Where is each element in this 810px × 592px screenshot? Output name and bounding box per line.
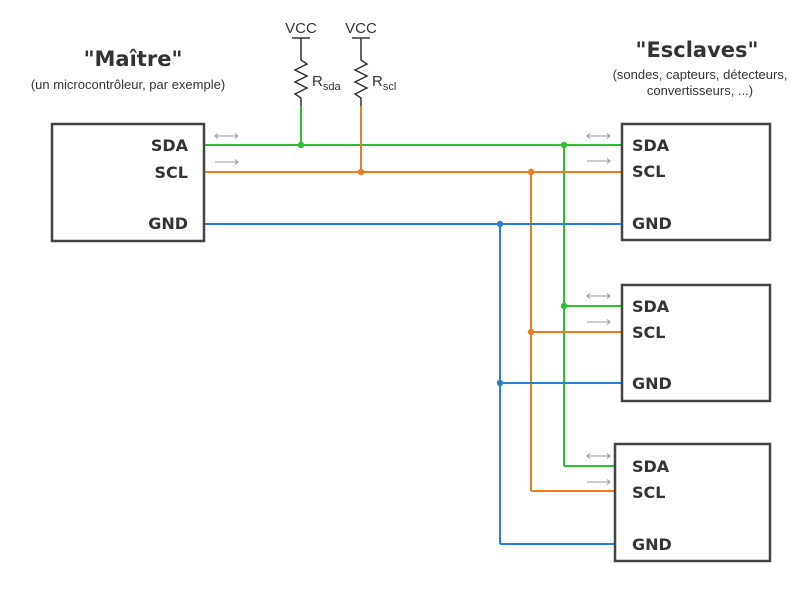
slave-2-sda-bidirectional-arrow-icon — [586, 293, 611, 299]
slave-3-box — [613, 442, 772, 563]
resistor-sub-sda: sda — [323, 81, 342, 93]
junction-sda-drop — [560, 141, 568, 149]
junction-gnd-slave-2 — [496, 379, 504, 387]
vcc-label-scl: VCC — [345, 20, 377, 37]
pullup-sda: VCC Rsda — [285, 20, 341, 106]
resistor-sda — [293, 38, 309, 106]
resistor-scl — [353, 38, 369, 106]
slave-1-pin-sda: SDA — [632, 136, 670, 155]
master-pin-sda: SDA — [151, 136, 189, 155]
vcc-label-sda: VCC — [285, 20, 317, 37]
master-scl-arrow-icon — [215, 159, 239, 165]
slaves-subtitle-line2: convertisseurs, ...) — [647, 83, 753, 98]
resistor-sub-scl: scl — [383, 81, 396, 93]
slave-3-pin-sda: SDA — [632, 457, 670, 476]
resistor-letter-scl: R — [372, 73, 383, 90]
slave-2-pin-sda: SDA — [632, 297, 670, 316]
slaves-title: "Esclaves" — [636, 38, 759, 62]
master-pin-scl: SCL — [155, 163, 188, 182]
junction-gnd-drop — [496, 220, 504, 228]
junctions — [297, 141, 568, 387]
junction-scl-pullup — [357, 168, 365, 176]
slave-1-box — [620, 122, 772, 242]
master-pin-gnd: GND — [148, 214, 188, 233]
slave-3-sda-bidirectional-arrow-icon — [586, 453, 611, 459]
slave-1-pin-scl: SCL — [632, 162, 665, 181]
junction-scl-slave-2 — [527, 328, 535, 336]
slave-1-sda-bidirectional-arrow-icon — [586, 133, 611, 139]
master-box — [50, 122, 206, 243]
slave-3-scl-arrow-icon — [587, 479, 611, 485]
slave-3-pin-gnd: GND — [632, 535, 672, 554]
pullup-scl: VCC Rscl — [345, 20, 396, 106]
slave-1-scl-arrow-icon — [587, 158, 611, 164]
junction-sda-pullup — [297, 141, 305, 149]
slave-2-pin-scl: SCL — [632, 323, 665, 342]
slave-2-box — [620, 283, 772, 403]
resistor-letter-sda: R — [312, 73, 323, 90]
slaves-subtitle-line1: (sondes, capteurs, détecteurs, — [613, 67, 788, 82]
master-subtitle: (un microcontrôleur, par exemple) — [31, 77, 225, 92]
master-title: "Maître" — [84, 47, 183, 71]
slave-2-scl-arrow-icon — [587, 319, 611, 325]
resistor-label-sda: Rsda — [312, 73, 341, 93]
slave-2-pin-gnd: GND — [632, 374, 672, 393]
slave-1-pin-gnd: GND — [632, 214, 672, 233]
junction-sda-slave-2 — [560, 302, 568, 310]
junction-scl-drop — [527, 168, 535, 176]
master-sda-bidirectional-arrow-icon — [214, 133, 239, 139]
bus-wires — [204, 106, 622, 545]
slave-3-pin-scl: SCL — [632, 483, 665, 502]
resistor-label-scl: Rscl — [372, 73, 396, 93]
